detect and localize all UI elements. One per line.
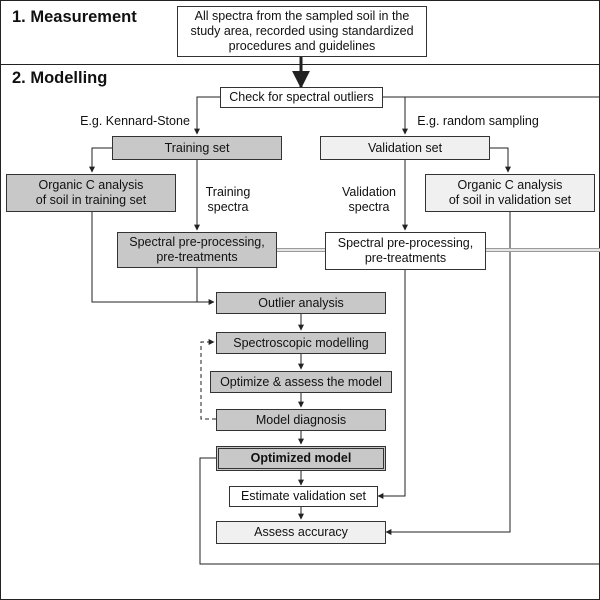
outlier-analysis-text: Outlier analysis <box>258 295 344 310</box>
line-check-to-training <box>194 96 220 135</box>
spectroscopic-modelling-text: Spectroscopic modelling <box>233 335 369 350</box>
validation-set-box: Validation set <box>320 136 490 160</box>
line-check-to-validation <box>383 96 408 135</box>
line-preproc-validation-to-estimate <box>377 270 406 499</box>
model-diagnosis-box: Model diagnosis <box>216 409 386 431</box>
optimized-model-box: Optimized model <box>216 446 386 471</box>
preprocessing-training-box: Spectral pre-processing, pre-treatments <box>117 232 277 268</box>
organic-c-validation-text: Organic C analysis of soil in validation… <box>448 178 572 207</box>
estimate-validation-box: Estimate validation set <box>229 486 378 507</box>
optimize-assess-box: Optimize & assess the model <box>210 371 392 393</box>
validation-set-text: Validation set <box>367 140 443 155</box>
organic-c-training-box: Organic C analysis of soil in training s… <box>6 174 176 212</box>
validation-spectra-label: Validation spectra <box>342 185 396 214</box>
kennard-stone-label: E.g. Kennard-Stone <box>80 114 190 128</box>
measurement-section-title: 1. Measurement <box>12 8 137 26</box>
line-organic-c-validation-to-assess <box>385 212 511 535</box>
line-training-to-organic-c <box>89 147 112 173</box>
outlier-analysis-box: Outlier analysis <box>216 292 386 314</box>
model-diagnosis-text: Model diagnosis <box>255 412 347 427</box>
training-spectra-label: Training spectra <box>205 185 251 214</box>
line-validation-to-organic-c <box>490 147 511 173</box>
random-sampling-label: E.g. random sampling <box>417 114 539 128</box>
outlier-check-box: Check for spectral outliers <box>220 87 383 108</box>
organic-c-validation-box: Organic C analysis of soil in validation… <box>425 174 595 212</box>
all-spectra-box: All spectra from the sampled soil in the… <box>177 6 427 57</box>
estimate-validation-text: Estimate validation set <box>240 489 367 503</box>
preprocessing-validation-box: Spectral pre-processing, pre-treatments <box>325 232 486 270</box>
outlier-check-text: Check for spectral outliers <box>229 90 374 104</box>
optimize-assess-text: Optimize & assess the model <box>220 374 382 389</box>
assess-accuracy-box: Assess accuracy <box>216 521 386 544</box>
organic-c-training-text: Organic C analysis of soil in training s… <box>35 178 147 207</box>
modelling-section-title: 2. Modelling <box>12 69 108 87</box>
preprocessing-validation-text: Spectral pre-processing, pre-treatments <box>337 236 474 265</box>
line-diagnosis-feedback <box>200 339 216 420</box>
line-optimized-outer-loop <box>199 457 600 565</box>
assess-accuracy-text: Assess accuracy <box>254 525 348 539</box>
training-set-box: Training set <box>112 136 282 160</box>
optimized-model-text: Optimized model <box>250 451 352 465</box>
spectroscopic-modelling-box: Spectroscopic modelling <box>216 332 386 354</box>
training-set-text: Training set <box>164 140 230 155</box>
line-organic-c-training-to-outlier <box>91 212 215 305</box>
all-spectra-text: All spectra from the sampled soil in the… <box>190 9 414 53</box>
preprocessing-training-text: Spectral pre-processing, pre-treatments <box>129 235 265 264</box>
